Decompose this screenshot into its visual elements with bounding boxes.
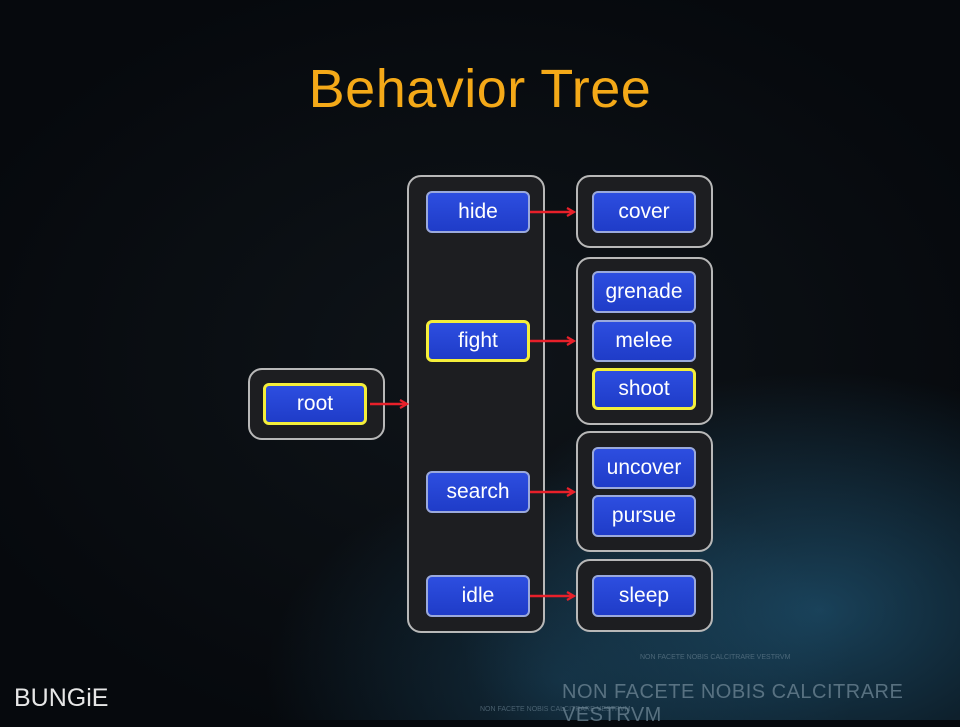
node-shoot: shoot: [592, 368, 696, 410]
bungie-logo: BUNGiE: [14, 684, 108, 713]
node-search: search: [426, 471, 530, 513]
node-sleep: sleep: [592, 575, 696, 617]
bungie-logo-text: BUNGiE: [14, 684, 109, 712]
latin-motto-small-bottom: NON FACETE NOBIS CALCITRARE VESTRVM: [480, 706, 631, 713]
children-group: [407, 175, 545, 633]
node-pursue: pursue: [592, 495, 696, 537]
latin-motto: NON FACETE NOBIS CALCITRARE VESTRVM: [562, 681, 904, 726]
slide-title: Behavior Tree: [308, 59, 652, 119]
node-hide: hide: [426, 191, 530, 233]
node-cover: cover: [592, 191, 696, 233]
node-grenade: grenade: [592, 271, 696, 313]
latin-motto-small-top: NON FACETE NOBIS CALCITRARE VESTRVM: [640, 654, 791, 661]
node-fight: fight: [426, 320, 530, 362]
node-uncover: uncover: [592, 447, 696, 489]
node-melee: melee: [592, 320, 696, 362]
node-root: root: [263, 383, 367, 425]
node-idle: idle: [426, 575, 530, 617]
